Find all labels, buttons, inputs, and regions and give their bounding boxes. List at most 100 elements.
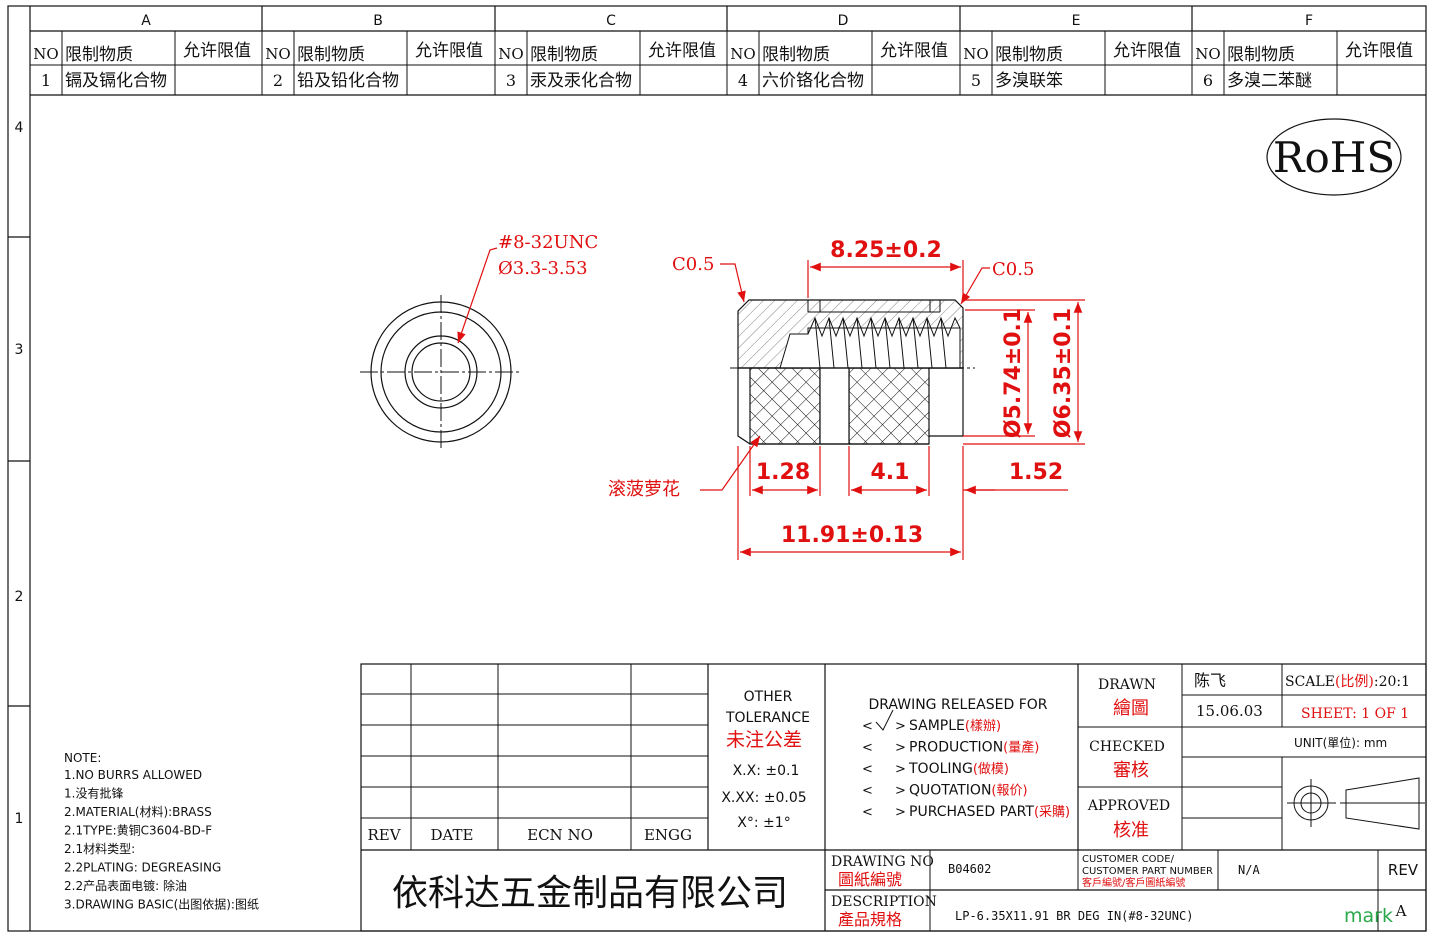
tolerance-title-1: OTHER [744, 689, 793, 705]
note-line: 2.2PLATING: DEGREASING [64, 861, 221, 875]
rs-header-limit: 允许限值 [1113, 41, 1181, 61]
release-option-production: PRODUCTION(量產) [909, 740, 1039, 756]
rs-item-no: 2 [273, 71, 283, 90]
rs-header-limit: 允许限值 [1345, 41, 1413, 61]
dimensions: 8.25±0.2 C0.5 C0.5 Ø5.74±0.1 Ø6.35±0.1 1… [608, 238, 1085, 560]
release-check-icon [875, 709, 894, 731]
first-angle-projection-icon [1287, 777, 1425, 830]
release-bracket-right: > [895, 741, 906, 756]
date-header: DATE [431, 826, 474, 844]
rs-item-no: 3 [506, 71, 516, 90]
zone-col-e: E [1072, 13, 1081, 29]
drawing-number: B04602 [948, 862, 991, 876]
approved-label-cn: 核准 [1113, 820, 1149, 841]
note-line: 2.2产品表面电镀: 除油 [64, 878, 187, 893]
zone-row-3: 3 [15, 342, 24, 358]
zone-row-labels: 4 3 2 1 [15, 120, 24, 827]
drawn-label: DRAWN [1098, 677, 1156, 693]
checked-label: CHECKED [1089, 739, 1165, 755]
dim-top-length: 8.25±0.2 [830, 238, 942, 263]
thread-diameter-label: Ø3.3-3.53 [498, 258, 588, 279]
scale-block: SCALE(比例):20:1 SHEET: 1 OF 1 UNIT(單位): m… [1285, 674, 1425, 830]
tolerance-xxx: X.XX: ±0.05 [721, 790, 806, 806]
rs-header-substance: 限制物质 [530, 45, 598, 65]
note-line: 2.1TYPE:黄铜C3604-BD-F [64, 823, 212, 838]
description-label: DESCRIPTION [831, 894, 937, 910]
rohs-mark: RoHS [1266, 118, 1402, 196]
customer-code-value: N/A [1238, 863, 1260, 877]
note-line: 1.NO BURRS ALLOWED [64, 768, 202, 782]
knurl-label: 滚菠萝花 [608, 479, 680, 500]
title-block-grid [360, 663, 1427, 932]
tolerance-title-2: TOLERANCE [725, 710, 810, 726]
rs-item-no: 4 [738, 71, 748, 90]
rs-header-no: NO [33, 45, 58, 63]
zone-row-4: 4 [15, 120, 24, 136]
rs-header-no: NO [265, 45, 290, 63]
rs-item-substance: 多溴二苯醚 [1227, 71, 1312, 91]
release-bracket-left: < [862, 805, 873, 820]
title-info: DRAWING NO 圖紙編號 B04602 CUSTOMER CODE/ CU… [831, 854, 1419, 929]
zone-col-b: B [373, 13, 383, 29]
rev-value: A [1395, 902, 1407, 920]
release-bracket-left: < [862, 762, 873, 777]
zone-column-labels: A B C D E F [141, 13, 1313, 29]
rs-header-limit: 允许限值 [415, 41, 483, 61]
rs-header-limit: 允许限值 [648, 41, 716, 61]
drawing-release-block: DRAWING RELEASED FOR <>SAMPLE(樣辦)<>PRODU… [862, 697, 1070, 820]
release-option-quotation: QUOTATION(報价) [909, 783, 1028, 799]
drawn-by: 陈飞 [1194, 671, 1226, 690]
chamfer-left-label: C0.5 [672, 254, 714, 275]
tolerance-xx: X.X: ±0.1 [733, 763, 800, 779]
release-bracket-left: < [862, 741, 873, 756]
revision-table: REV DATE ECN NO ENGG [367, 826, 692, 844]
drawing-no-label-cn: 圖紙編號 [838, 870, 902, 889]
tolerance-block: OTHER TOLERANCE 未注公差 X.X: ±0.1 X.XX: ±0.… [721, 689, 810, 831]
chamfer-right-label: C0.5 [992, 259, 1034, 280]
tolerance-title-cn: 未注公差 [726, 729, 802, 751]
end-view: #8-32UNC Ø3.3-3.53 [360, 232, 598, 450]
note-line: 2.MATERIAL(材料):BRASS [64, 805, 212, 819]
watermark: mark [1344, 905, 1393, 927]
rs-header-substance: 限制物质 [65, 45, 133, 65]
rs-header-no: NO [1195, 45, 1220, 63]
note-line: 1.没有批锋 [64, 786, 123, 801]
dim-inner-diameter: Ø5.74±0.1 [1001, 308, 1026, 438]
tolerance-angle: X°: ±1° [737, 815, 790, 831]
description-label-cn: 產品規格 [838, 910, 902, 929]
release-option-tooling: TOOLING(做模) [908, 761, 1009, 777]
zone-col-c: C [606, 13, 616, 29]
ecn-header: ECN NO [527, 826, 593, 844]
rs-header-substance: 限制物质 [297, 45, 365, 65]
customer-code-label-1: CUSTOMER CODE/ [1082, 854, 1175, 865]
thread-spec-label: #8-32UNC [498, 232, 598, 253]
release-title: DRAWING RELEASED FOR [868, 697, 1047, 713]
customer-code-label-2: CUSTOMER PART NUMBER [1082, 866, 1213, 877]
rohs-label: RoHS [1273, 133, 1395, 182]
notes-block: NOTE: 1.NO BURRS ALLOWED 1.没有批锋 2.MATERIAL… [64, 751, 259, 912]
dim-knurl-a: 1.28 [756, 460, 810, 485]
release-bracket-right: > [895, 762, 906, 777]
rs-item-substance: 汞及汞化合物 [530, 71, 632, 91]
zone-col-f: F [1305, 13, 1313, 29]
company-name: 依科达五金制品有限公司 [392, 873, 788, 914]
sheet-label: SHEET: 1 OF 1 [1301, 706, 1409, 722]
rs-item-no: 6 [1203, 71, 1213, 90]
rs-item-no: 5 [971, 71, 981, 90]
release-bracket-right: > [895, 805, 906, 820]
rs-item-substance: 镉及镉化合物 [65, 71, 167, 91]
release-bracket-left: < [862, 784, 873, 799]
rs-header-limit: 允许限值 [880, 41, 948, 61]
zone-row-1: 1 [15, 811, 24, 827]
notes-title: NOTE: [64, 751, 101, 765]
rev-label: REV [1388, 861, 1419, 879]
approvals-block: DRAWN 繪圖 陈飞 15.06.03 CHECKED 審核 APPROVED… [1087, 671, 1263, 841]
rs-item-no: 1 [41, 71, 51, 90]
release-option-purchased-part: PURCHASED PART(采購) [909, 804, 1070, 820]
scale-label: SCALE(比例):20:1 [1285, 674, 1410, 690]
dim-total-length: 11.91±0.13 [781, 523, 923, 548]
rs-item-substance: 六价铬化合物 [762, 71, 864, 91]
note-line: 3.DRAWING BASIC(出图依据):图纸 [64, 897, 259, 912]
release-bracket-right: > [895, 784, 906, 799]
